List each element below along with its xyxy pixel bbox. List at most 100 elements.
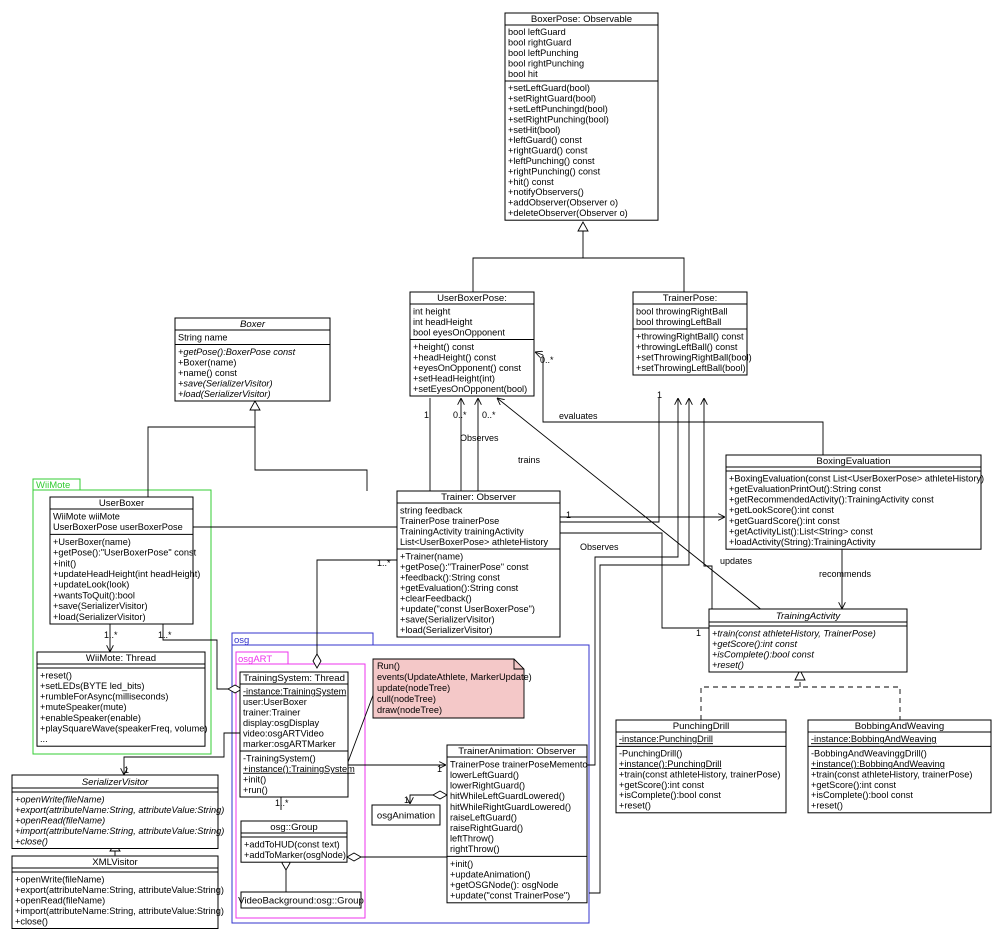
punchingdrill-op-4: +isComplete():bool const [619, 790, 721, 800]
trainerpose-op-1: +throwingLeftBall() const [636, 342, 738, 352]
boxerpose-op-0: +setLeftGuard(bool) [508, 83, 590, 93]
bobbingweaving-op-1: +instance():BobbingAndWeaving [811, 759, 945, 769]
xmlvisitor-op-4: +close() [15, 916, 48, 926]
userboxer-op-4: +updateLook(look) [53, 580, 129, 590]
trainingactivity-op-2: +isComplete():bool const [712, 649, 814, 659]
wiimotethread-op-2: +rumbleForAsync(milliseconds) [40, 692, 168, 702]
trainingsystem-attr-3: display:osgDisplay [243, 718, 319, 728]
note-run: Run() events(UpdateAthlete, MarkerUpdate… [372, 658, 532, 719]
class-osggroup[interactable]: osg::Group+addToHUD(const text)+addToMar… [240, 820, 348, 863]
userboxer-op-2: +init() [53, 558, 76, 568]
label-recommends: recommends [819, 569, 872, 579]
edge-labels: evaluates Observes trains Observes updat… [104, 355, 872, 808]
mult-1-d: 1 [696, 628, 701, 638]
mult-1star-c: 1..* [158, 630, 172, 640]
trainingactivity-title: TrainingActivity [776, 611, 842, 622]
boxerpose-op-6: +rightGuard() const [508, 146, 588, 156]
edge-generalization-trainer-boxer [254, 427, 368, 491]
punchingdrill-attr-0: -instance:PunchingDrill [619, 734, 713, 744]
boxerpose-op-9: +hit() const [508, 177, 554, 187]
boxerpose-title: BoxerPose: Observable [531, 14, 632, 25]
trainer-op-2: +feedback():String const [400, 572, 500, 582]
class-wiimotethread[interactable]: WiiMote: Thread+reset()+setLEDs(BYTE led… [36, 651, 207, 747]
boxerpose-op-12: +deleteObserver(Observer o) [508, 208, 628, 218]
edge-trainingsystem-serializervisitor [124, 732, 240, 775]
class-bobbingweaving[interactable]: BobbingAndWeaving-instance:BobbingAndWea… [807, 719, 992, 814]
punchingdrill-op-0: -PunchingDrill() [619, 749, 682, 759]
class-punchingdrill[interactable]: PunchingDrill-instance:PunchingDrill-Pun… [615, 719, 787, 814]
realization-arrowhead-trainingactivity [794, 668, 806, 681]
edge-trainingactivity-trains-userboxerpose [497, 398, 764, 612]
trainer-op-6: +save(SerializerVisitor) [400, 614, 495, 624]
generalization-arrowhead-boxerpose [577, 221, 589, 232]
edge-realization-drills [700, 686, 901, 720]
edge-userboxer-userboxerpose [193, 398, 431, 528]
note-line-4: draw(nodeTree) [377, 705, 442, 715]
traineranimation-attr-6: raiseRightGuard() [450, 823, 523, 833]
trainingsystem-box [239, 671, 349, 798]
label-observes-2: Observes [580, 542, 619, 552]
serializervisitor-op-0: +openWrite(fileName) [15, 794, 105, 804]
note-line-1: events(UpdateAthlete, MarkerUpdate) [377, 672, 532, 682]
boxingevaluation-op-5: +getActivityList():List<String> const [729, 526, 873, 536]
boxingevaluation-op-4: +getGuardScore():int const [729, 516, 840, 526]
traineranimation-attr-5: raiseLeftGuard() [450, 812, 517, 822]
trainerpose-attr-0: bool throwingRightBall [636, 306, 727, 316]
punchingdrill-op-1: +instance():PunchingDrill [619, 759, 721, 769]
boxerpose-op-5: +leftGuard() const [508, 135, 582, 145]
mult-1-e: 1 [437, 764, 442, 774]
aggregation-diamond-osggroup-traineranimation [346, 852, 362, 862]
edge-trainer-trainingsystem [316, 559, 397, 654]
boxer-op-0: +getPose():BoxerPose const [178, 347, 296, 357]
userboxerpose-box [409, 291, 535, 397]
edge-trainer-trainingactivity [532, 532, 709, 629]
class-osganimation[interactable]: osgAnimation [371, 804, 441, 826]
label-evaluates: evaluates [559, 411, 598, 421]
trainer-title: Trainer: Observer [441, 492, 517, 503]
userboxerpose-title: UserBoxerPose: [437, 293, 507, 304]
label-observes-1: Observes [460, 433, 499, 443]
mult-1-a: 1 [424, 410, 429, 420]
traineranimation-op-2: +getOSGNode(): osgNode [450, 880, 559, 890]
trainingsystem-op-3: +run() [243, 785, 268, 795]
userboxerpose-op-3: +setHeadHeight(int) [413, 373, 495, 383]
userboxerpose-attr-1: int headHeight [413, 317, 473, 327]
class-boxingevaluation[interactable]: BoxingEvaluation+BoxingEvaluation(const … [725, 454, 984, 550]
trainer-op-4: +clearFeedback() [400, 593, 472, 603]
class-trainingactivity[interactable]: TrainingActivity+train(const athleteHist… [708, 608, 908, 673]
bobbingweaving-box [807, 719, 992, 814]
label-updates: updates [720, 556, 753, 566]
edge-userboxer-trainingsystem [162, 623, 228, 690]
osganimation-title: osgAnimation [377, 811, 435, 822]
wiimotethread-op-3: +muteSpeaker(mute) [40, 702, 127, 712]
trainer-op-3: +getEvaluation():String const [400, 583, 519, 593]
userboxer-attr-1: UserBoxerPose userBoxerPose [53, 522, 183, 532]
trainer-op-5: +update("const UserBoxerPose") [400, 604, 535, 614]
note-body [372, 658, 525, 719]
traineranimation-op-1: +updateAnimation() [450, 869, 530, 879]
class-xmlvisitor[interactable]: XMLVisitor+openWrite(fileName)+export(at… [11, 855, 224, 929]
userboxerpose-op-4: +setEyesOnOpponent(bool) [413, 384, 527, 394]
trainer-attr-1: TrainerPose trainerPose [400, 516, 499, 526]
note-fold [513, 659, 524, 670]
class-trainingsystem[interactable]: TrainingSystem: Thread-instance:Training… [239, 671, 355, 798]
serializervisitor-op-4: +close() [15, 836, 48, 846]
label-trains: trains [518, 455, 541, 465]
mult-1star-a: 1..* [377, 558, 391, 568]
edge-note-anchor [347, 689, 376, 763]
bobbingweaving-attr-0: -instance:BobbingAndWeaving [811, 734, 936, 744]
boxer-op-1: +Boxer(name) [178, 357, 236, 367]
package-wiimote-label: WiiMote [36, 480, 70, 491]
class-videobackground[interactable]: VideoBackground:osg::Group [238, 891, 364, 909]
boxerpose-op-1: +setRightGuard(bool) [508, 94, 596, 104]
wiimotethread-title: WiiMote: Thread [86, 653, 156, 664]
trainingactivity-op-3: +reset() [712, 660, 744, 670]
class-serializervisitor[interactable]: SerializerVisitor+openWrite(fileName)+ex… [11, 774, 224, 849]
